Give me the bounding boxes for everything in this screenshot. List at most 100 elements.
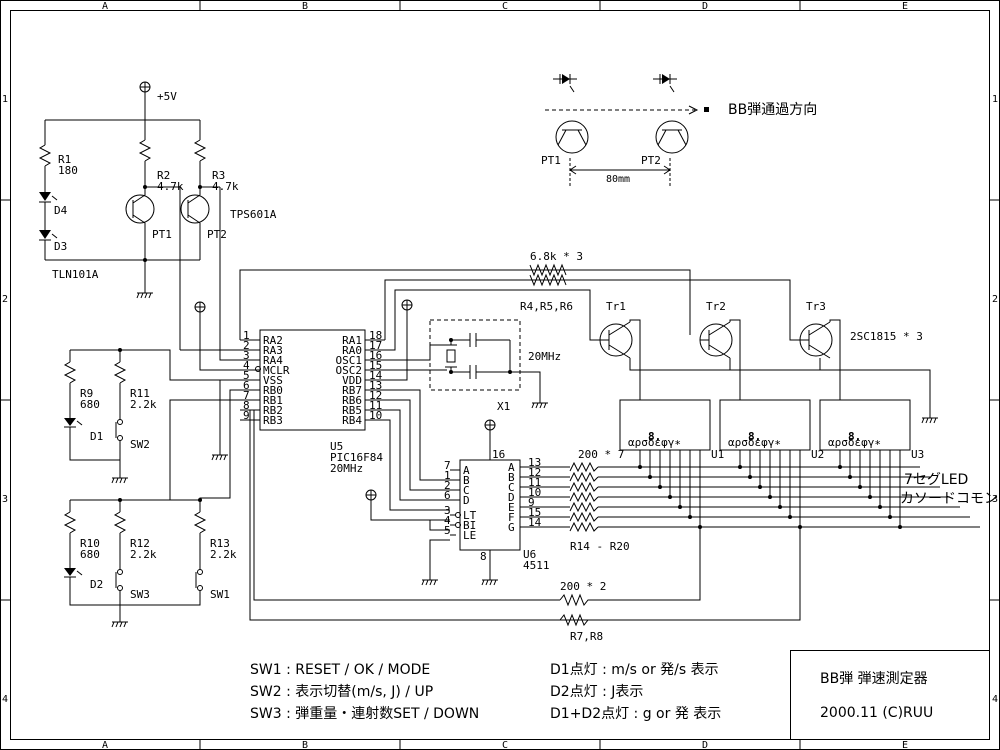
r12-value: 2.2k bbox=[130, 548, 157, 561]
junction bbox=[778, 505, 782, 509]
mcu-pin-name: RB4 bbox=[342, 414, 362, 427]
decoder-pin-name: E bbox=[508, 501, 515, 514]
seg-array-value: 200 * 7 bbox=[578, 448, 624, 461]
decoder-pin-number: 6 bbox=[444, 489, 451, 502]
seven-segment-display: 8.αρσδεφγ∗ bbox=[819, 399, 911, 451]
r13-value: 2.2k bbox=[210, 548, 237, 561]
display-body bbox=[719, 399, 811, 451]
d2-label: D2 bbox=[90, 578, 103, 591]
segment-resistor bbox=[569, 511, 599, 523]
display-labels: U1 U2 U3 7セグLED カソードコモン bbox=[711, 448, 998, 507]
segment-resistor bbox=[569, 471, 599, 483]
display-desc-line2: カソードコモン bbox=[900, 491, 998, 507]
junction bbox=[848, 475, 852, 479]
decoder-pin-number: 7 bbox=[444, 459, 451, 472]
tr1-label: Tr1 bbox=[606, 300, 626, 313]
sensor-placement-diagram: BB弾通過方向 PT1 PT2 80mm bbox=[541, 74, 817, 188]
mcu-pin-number: 13 bbox=[369, 379, 382, 392]
base-array-names: R4,R5,R6 bbox=[520, 300, 573, 313]
pt2-label: PT2 bbox=[207, 228, 227, 241]
r1-name: R1 bbox=[58, 153, 71, 166]
notes: SW1 : RESET / OK / MODE SW2 : 表示切替(m/s, … bbox=[250, 662, 721, 722]
display-u3-label: U3 bbox=[911, 448, 924, 461]
title-date: 2000.11 (C)RUU bbox=[820, 705, 933, 721]
junction bbox=[858, 485, 862, 489]
tr3-label: Tr3 bbox=[806, 300, 826, 313]
decoder-pin-name: BI bbox=[463, 519, 476, 532]
display-pin-legend: αρσδεφγ∗ bbox=[828, 436, 881, 449]
mcu-pin-name: RA0 bbox=[342, 344, 362, 357]
mcu-pin-number: 18 bbox=[369, 329, 382, 342]
zone-row-2-right: 2 bbox=[992, 294, 998, 305]
mcu-pin-name: RB3 bbox=[263, 414, 283, 427]
decoder-pin-name: G bbox=[508, 521, 515, 534]
switch-led-labels: R9 680 R11 2.2k D1 SW2 R10 680 R12 2.2k … bbox=[80, 387, 237, 601]
supply-label: +5V bbox=[157, 90, 177, 103]
mcu-pin-number: 2 bbox=[243, 339, 250, 352]
display-pin-legend: αρσδεφγ∗ bbox=[628, 436, 681, 449]
title-block: BB弾 弾速測定器 2000.11 (C)RUU bbox=[790, 650, 990, 740]
mcu-pin-number: 7 bbox=[243, 389, 250, 402]
junction bbox=[698, 525, 702, 529]
mcu-u5: U5 PIC16F84 20MHz bbox=[255, 329, 383, 475]
r12-name: R12 bbox=[130, 537, 150, 550]
tr2-label: Tr2 bbox=[706, 300, 726, 313]
decoder-part: 4511 bbox=[523, 559, 550, 572]
junction bbox=[758, 485, 762, 489]
sw1-label: SW1 bbox=[210, 588, 230, 601]
decoder-pin-name: B bbox=[508, 471, 515, 484]
segment-resistor bbox=[569, 501, 599, 513]
junction bbox=[888, 515, 892, 519]
power-supply-symbol: +5V bbox=[139, 81, 177, 120]
mcu-pin-name: RB2 bbox=[263, 404, 283, 417]
crystal-x1: 20MHz X1 bbox=[429, 319, 561, 413]
mcu-part: PIC16F84 bbox=[330, 451, 383, 464]
mcu-pin-number: 6 bbox=[243, 379, 250, 392]
mcu-pin-name: OSC2 bbox=[336, 364, 363, 377]
decoder-pin-number: 12 bbox=[528, 466, 541, 479]
decoder-pin-number: 1 bbox=[444, 469, 451, 482]
r3-value: 4.7k bbox=[212, 180, 239, 193]
mcu-pin-number: 9 bbox=[243, 409, 250, 422]
junction bbox=[738, 465, 742, 469]
mcu-pin-number: 11 bbox=[369, 399, 382, 412]
d3-label: D3 bbox=[54, 240, 67, 253]
junction bbox=[658, 485, 662, 489]
mcu-pin-name: RB7 bbox=[342, 384, 362, 397]
zone-col-e-top: E bbox=[902, 1, 908, 12]
zone-col-b-bottom: B bbox=[302, 740, 308, 750]
decoder-pin-name: C bbox=[508, 481, 515, 494]
decoder-pin-name: A bbox=[463, 464, 470, 477]
mcu-pin-name: MCLR bbox=[263, 364, 290, 377]
note-d1d2: D1+D2点灯 : g or 発 表示 bbox=[550, 706, 721, 722]
decoder-pin-number: 15 bbox=[528, 506, 541, 519]
mcu-pin-number: 16 bbox=[369, 349, 382, 362]
zone-col-c-bottom: C bbox=[502, 740, 508, 750]
transistor-part: 2SC1815 * 3 bbox=[850, 330, 923, 343]
display-digit: 8. bbox=[748, 430, 761, 443]
junction bbox=[898, 525, 902, 529]
junction bbox=[688, 515, 692, 519]
diagram-pt1: PT1 bbox=[541, 154, 561, 167]
display-digit: 8. bbox=[648, 430, 661, 443]
display-body bbox=[819, 399, 911, 451]
zone-row-1-right: 1 bbox=[992, 94, 998, 105]
display-desc-line1: 7セグLED bbox=[904, 472, 968, 488]
sensor-labels: R1 180 D4 D3 TLN101A R2 4.7k R3 4.7k PT1… bbox=[52, 153, 277, 281]
seg-array-names: R14 - R20 bbox=[570, 540, 630, 553]
decoder-pin-name: LE bbox=[463, 529, 476, 542]
sensor-circuit bbox=[38, 119, 221, 350]
seven-segment-display: 8.αρσδεφγ∗ bbox=[719, 399, 811, 451]
zone-row-4-right: 4 bbox=[992, 694, 998, 705]
zone-row-4-left: 4 bbox=[2, 694, 8, 705]
r10-value: 680 bbox=[80, 548, 100, 561]
decoder-pin-name: C bbox=[463, 484, 470, 497]
zone-col-b-top: B bbox=[302, 1, 308, 12]
decoder-pin-name: D bbox=[463, 494, 470, 507]
r11-name: R11 bbox=[130, 387, 150, 400]
zone-row-3-right: 3 bbox=[992, 494, 998, 505]
junction bbox=[668, 495, 672, 499]
decoder-u6: 16 8 U6 4511 bbox=[365, 419, 550, 586]
decoder-pin-number: 3 bbox=[444, 504, 451, 517]
r1-value: 180 bbox=[58, 164, 78, 177]
